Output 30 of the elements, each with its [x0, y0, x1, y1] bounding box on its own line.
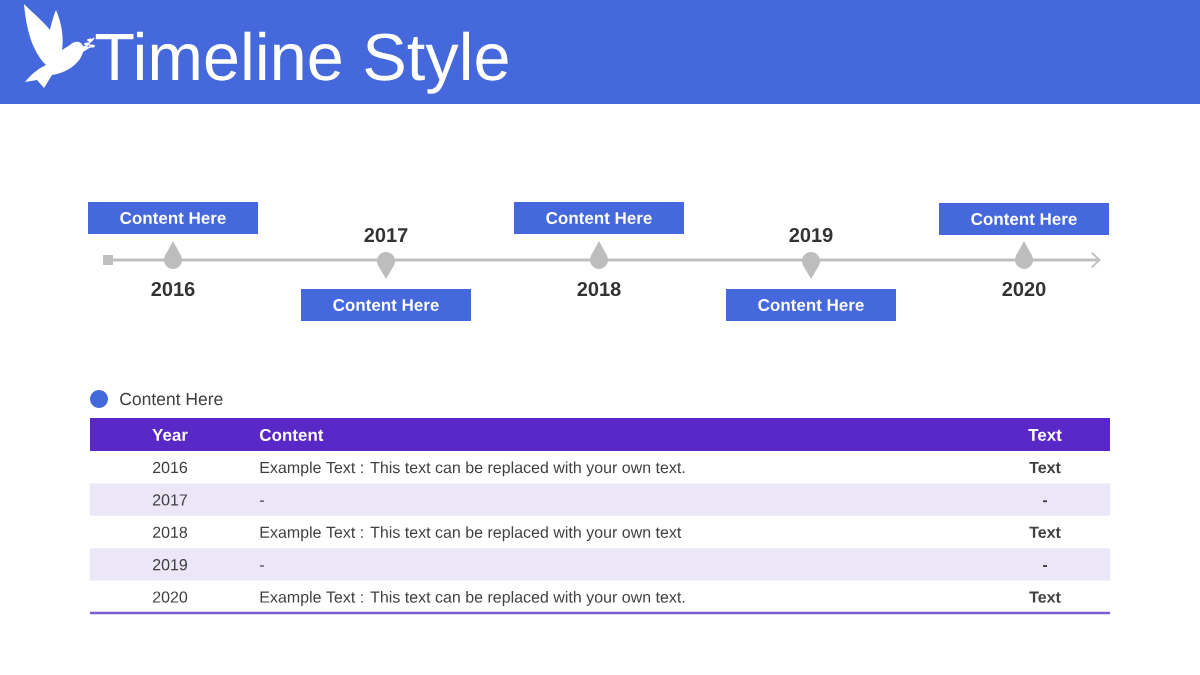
year-text: 2018	[153, 526, 188, 538]
year-label: 2020	[1002, 281, 1046, 297]
description-text: Example Text : This text can be replaced with your own text.	[260, 591, 685, 606]
year-label: 2017	[364, 227, 408, 243]
column-heading: Text	[1028, 429, 1062, 441]
description-text: Example Text : This text can be replaced with your own text	[260, 526, 682, 542]
content-box: Content Here	[301, 289, 471, 321]
description-text: -	[260, 565, 264, 567]
content-box: Content Here	[88, 202, 258, 234]
content-box: Content Here	[939, 203, 1109, 235]
value-text: Text	[1029, 591, 1061, 603]
year-text: 2016	[153, 461, 188, 474]
value-text: -	[1042, 565, 1048, 567]
subheading: Content Here	[120, 392, 223, 406]
description-text: -	[260, 500, 264, 502]
column-heading: Content	[259, 428, 324, 441]
year-text: 2017	[153, 494, 187, 506]
year-label: 2018	[577, 281, 621, 297]
value-text: Text	[1029, 462, 1061, 474]
year-text: 2019	[153, 559, 188, 571]
year-label: 2019	[789, 227, 833, 243]
year-label: 2016	[151, 281, 195, 297]
title-text: Timeline Style	[95, 31, 508, 94]
content-box: Content Here	[514, 202, 684, 234]
year-text: 2020	[153, 591, 188, 603]
content-box: Content Here	[726, 289, 896, 321]
column-heading: Year	[152, 429, 188, 441]
description-text: Example Text : This text can be replaced with your own text.	[260, 461, 685, 477]
value-text: Text	[1029, 526, 1061, 538]
value-text: -	[1042, 500, 1048, 503]
